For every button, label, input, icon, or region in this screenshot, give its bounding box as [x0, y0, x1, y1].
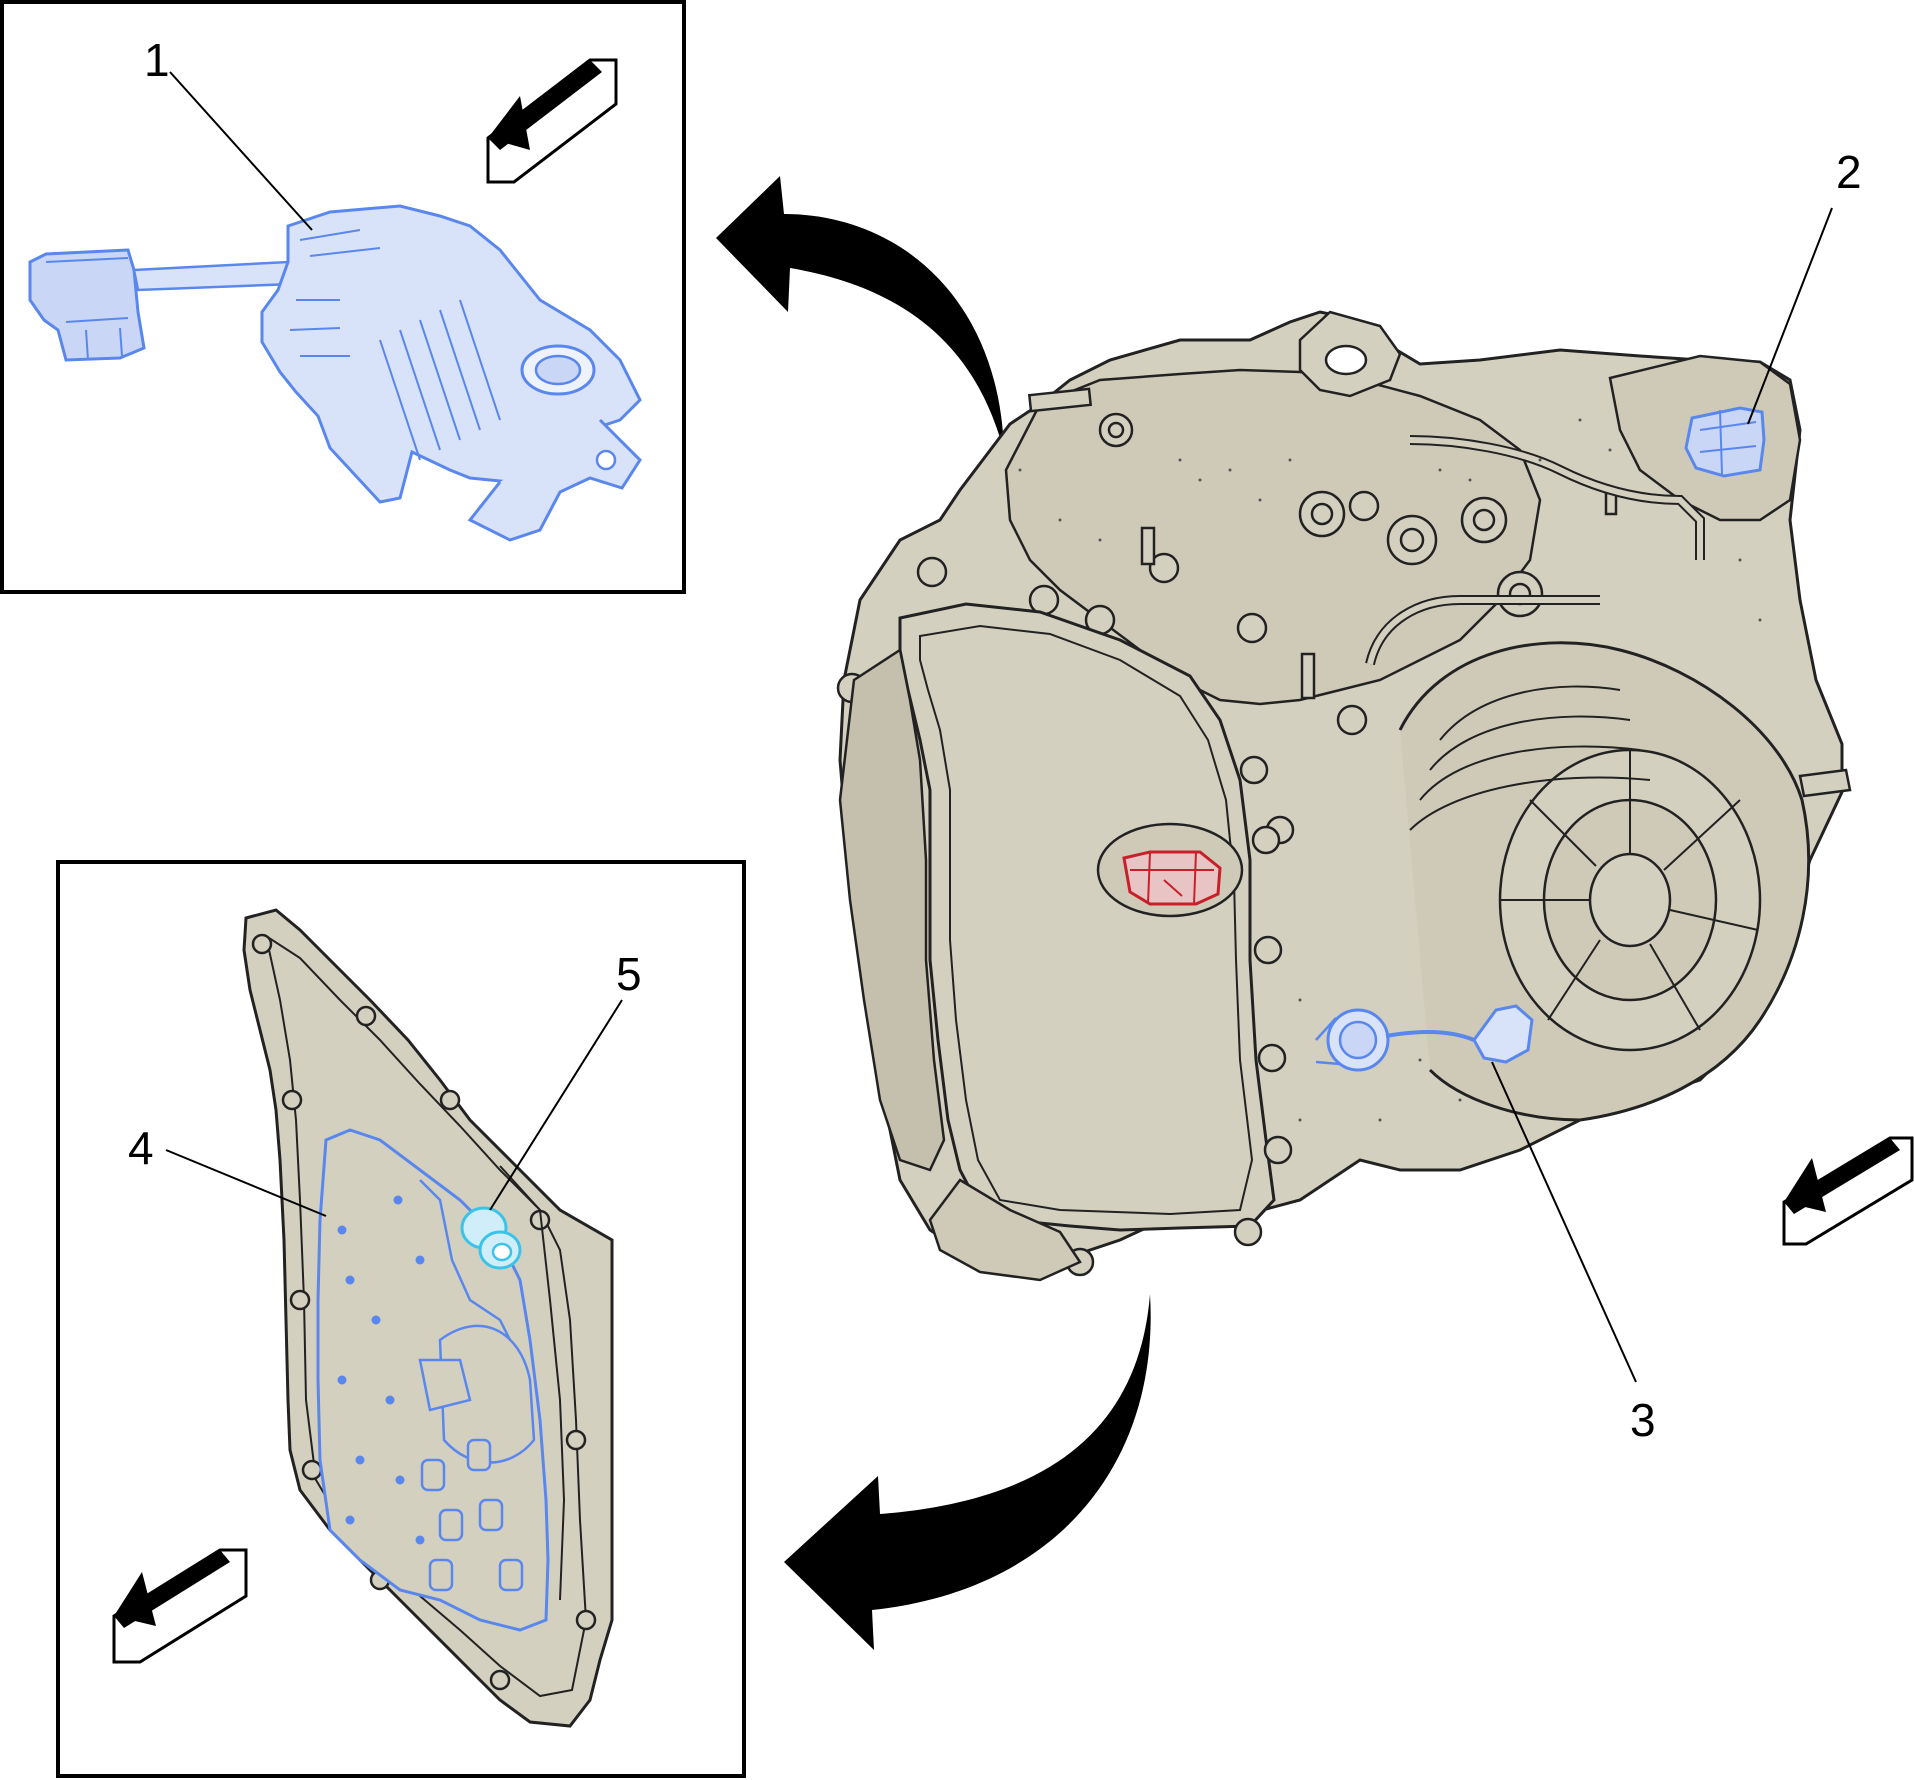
view-direction-arrow-right	[1782, 1136, 1914, 1246]
component-3-speed-sensor-harness	[1315, 1004, 1534, 1072]
component-5-solenoid	[460, 1206, 522, 1270]
leader-line-1	[169, 71, 313, 231]
leader-line-3	[1491, 1061, 1637, 1383]
curved-arrow-to-top-inset	[716, 176, 1004, 452]
component-2-sensor	[1684, 406, 1766, 478]
transmission-assembly	[836, 310, 1852, 1282]
leader-line-5	[489, 999, 623, 1211]
callout-label-3: 3	[1630, 1394, 1656, 1446]
leader-line-4	[165, 1149, 327, 1217]
callout-label-2: 2	[1836, 146, 1862, 198]
component-red-highlighted-connector	[1096, 822, 1244, 918]
curved-arrow-to-bottom-inset	[784, 1294, 1151, 1650]
callout-label-1: 1	[144, 34, 170, 86]
callout-label-4: 4	[128, 1122, 154, 1174]
component-1-shift-position-switch	[28, 204, 642, 542]
leader-line-2	[1747, 207, 1833, 425]
view-direction-arrow-top-left	[486, 58, 618, 184]
callout-label-5: 5	[616, 948, 642, 1000]
view-direction-arrow-bottom-left	[112, 1548, 248, 1664]
